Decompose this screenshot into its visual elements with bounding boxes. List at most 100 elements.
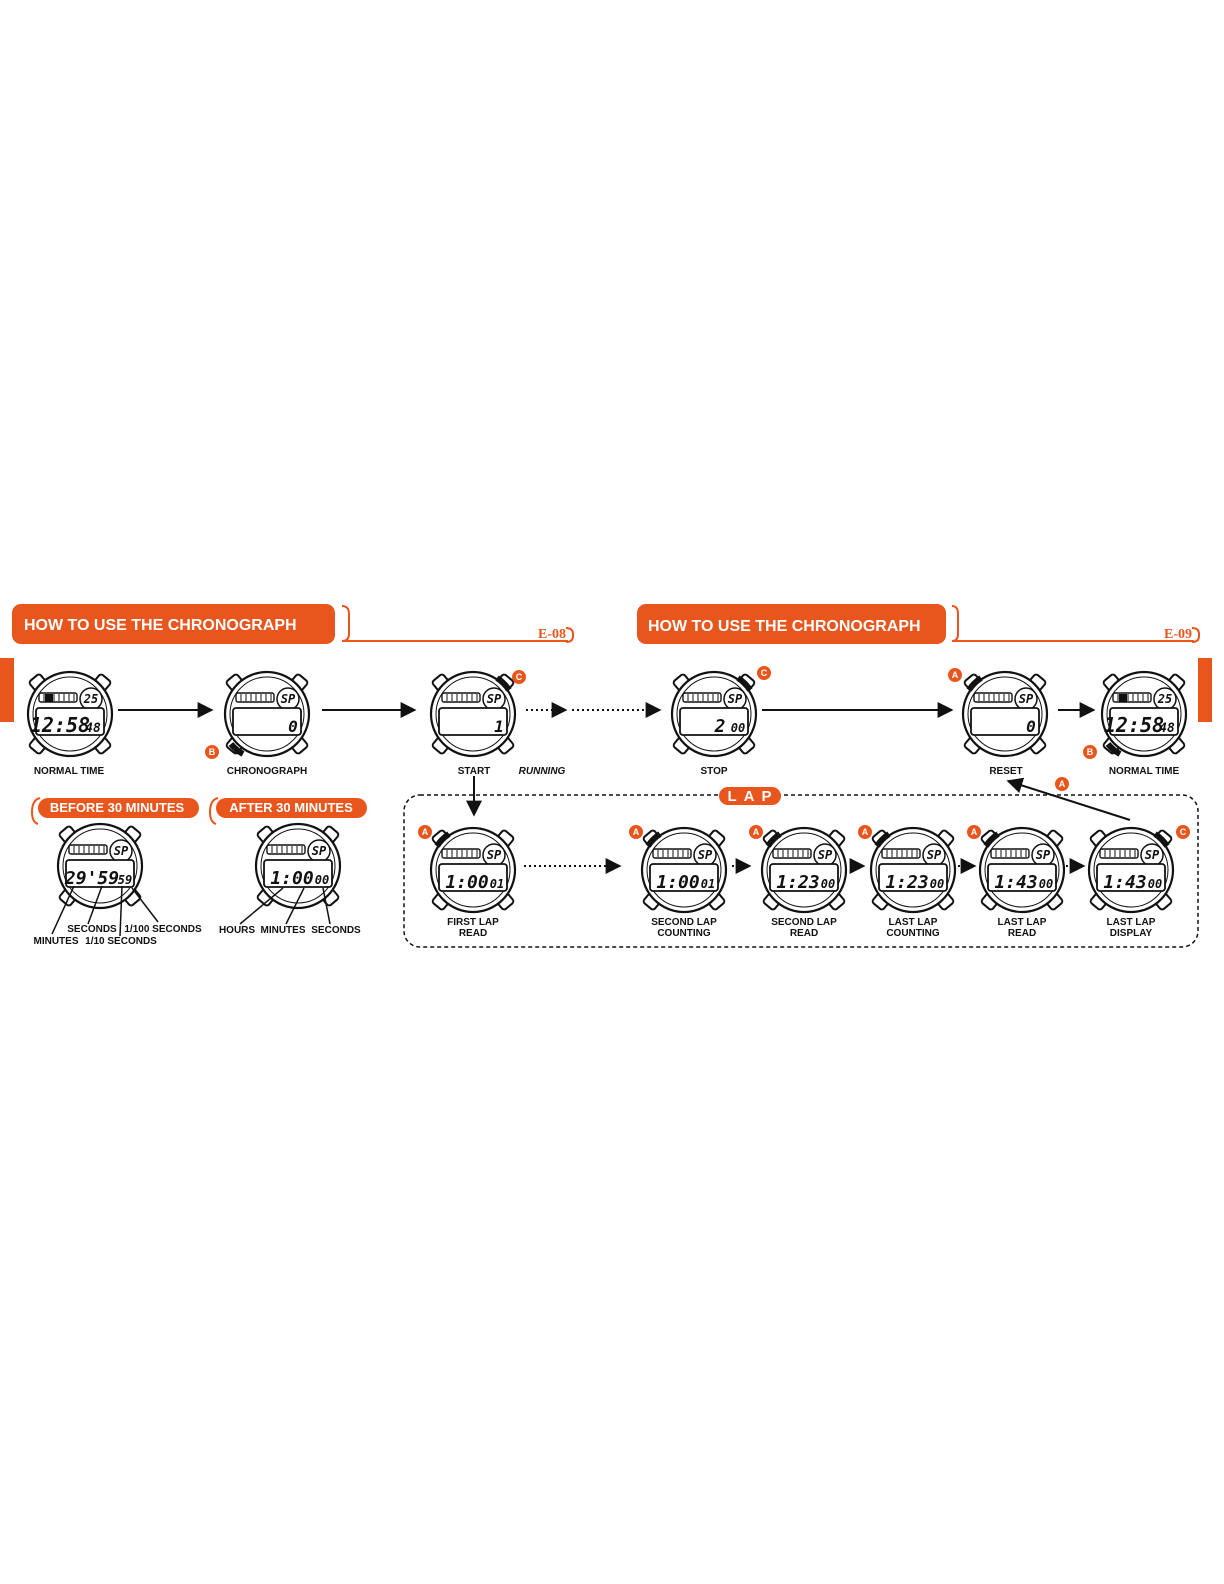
watch-main-digits: 29'59 (64, 868, 119, 889)
watch-main-digits: 1:23 (776, 872, 819, 893)
svg-text:A: A (1059, 779, 1066, 789)
watch-main-digits: 1 (494, 717, 504, 736)
lap-label-line2: COUNTING (657, 928, 711, 939)
label-seconds: SECONDS (67, 924, 117, 935)
label-stop: STOP (700, 766, 727, 777)
sp-indicator: SP (1145, 848, 1160, 862)
after-30-title: AFTER 30 MINUTES (229, 800, 353, 815)
label-seconds: SECONDS (311, 925, 361, 936)
sp-indicator: SP (312, 844, 327, 858)
svg-text:A: A (952, 670, 959, 680)
watch-main-digits: 2 (714, 716, 726, 737)
watch-small-digits: 00 (821, 877, 835, 891)
sp-indicator: SP (1036, 848, 1051, 862)
watch-main-digits: 0 (1026, 717, 1036, 736)
sp-indicator: SP (281, 692, 296, 706)
button-c-badge[interactable]: C (512, 670, 526, 684)
svg-text:B: B (1087, 747, 1094, 757)
sp-indicator: SP (927, 848, 942, 862)
watch-main-digits: 1:00 (445, 872, 489, 893)
svg-text:A: A (753, 827, 760, 837)
sp-indicator: SP (818, 848, 833, 862)
button-c-badge[interactable]: C (1176, 825, 1190, 839)
svg-text:C: C (761, 668, 768, 678)
label-normal-time-2: NORMAL TIME (1109, 766, 1180, 777)
sp-indicator: SP (1019, 692, 1034, 706)
before-30-title: BEFORE 30 MINUTES (50, 800, 185, 815)
lap-label-line2: READ (1008, 928, 1036, 939)
lap-label-line2: READ (459, 928, 487, 939)
edge-tab-right (1198, 658, 1212, 722)
label-normal-time-1: NORMAL TIME (34, 766, 105, 777)
watch-main-digits: 12:58 (30, 713, 90, 737)
button-a-badge[interactable]: A (948, 668, 962, 682)
sp-indicator: SP (698, 848, 713, 862)
sp-indicator: SP (487, 848, 502, 862)
pill-before-30 (30, 797, 199, 825)
watch-main-digits: 1:23 (885, 872, 928, 893)
watch-small-digits: 00 (315, 873, 329, 887)
watch-stop: SP 2 00 (670, 670, 758, 758)
sp-indicator: SP (114, 844, 129, 858)
lap-label-line1: SECOND LAP (771, 917, 837, 928)
header-title-left: HOW TO USE THE CHRONOGRAPH (24, 617, 297, 634)
button-a-badge[interactable]: A (967, 825, 981, 839)
label-reset: RESET (989, 766, 1022, 777)
watch-normal-time-1: 25 12:58 48 (26, 670, 114, 758)
watch-small-digits: 00 (1148, 877, 1162, 891)
watch-normal-time-2: 25 12:58 48 (1100, 670, 1188, 758)
lap-label-line1: LAST LAP (998, 917, 1047, 928)
lap-label-line2: COUNTING (886, 928, 940, 939)
watch-main-digits: 12:58 (1104, 713, 1164, 737)
button-b-badge[interactable]: B (205, 745, 219, 759)
button-a-badge[interactable]: A (749, 825, 763, 839)
watch-small-digits: 00 (731, 721, 745, 735)
button-a-badge[interactable]: A (1055, 777, 1069, 791)
button-b-badge[interactable]: B (1083, 745, 1097, 759)
watch-main-digits: 1:00 (656, 872, 700, 893)
watch-small-digits: 01 (490, 877, 504, 891)
page-number-left: E-08 (538, 627, 566, 642)
label-hundredths: 1/100 SECONDS (124, 924, 202, 935)
lap-pill (719, 787, 781, 805)
page-number-right: E-09 (1164, 627, 1192, 642)
before-30-leader-lines (51, 885, 159, 937)
label-start: START (458, 766, 491, 777)
lap-label-line1: LAST LAP (889, 917, 938, 928)
watch-small-digits: 00 (1039, 877, 1053, 891)
watch-before-30: SP 29'59 59 (56, 822, 144, 910)
svg-text:A: A (633, 827, 640, 837)
button-a-badge[interactable]: A (858, 825, 872, 839)
pill-after-30 (208, 797, 367, 825)
label-running: RUNNING (519, 766, 566, 777)
svg-text:B: B (209, 747, 216, 757)
label-minutes: MINUTES (34, 936, 79, 947)
watch-reset: SP 0 (961, 670, 1049, 758)
label-tenths: 1/10 SECONDS (85, 936, 157, 947)
edge-tab-left (0, 658, 14, 722)
watch-main-digits: 1:43 (994, 872, 1037, 893)
watch-date: 25 (1157, 692, 1172, 706)
svg-text:C: C (516, 672, 523, 682)
lap-label-line2: READ (790, 928, 818, 939)
header-left (12, 604, 574, 644)
watch-main-digits: 1:43 (1103, 872, 1146, 893)
label-minutes: MINUTES (261, 925, 306, 936)
watch-after-30: SP 1:00 00 (254, 822, 342, 910)
lap-label-line1: FIRST LAP (447, 917, 499, 928)
lap-title: LAP (728, 788, 779, 805)
lap-section-frame (403, 794, 1199, 948)
watch-small-digits: 01 (701, 877, 715, 891)
button-c-badge[interactable]: C (757, 666, 771, 680)
header-right (637, 604, 1200, 644)
label-chronograph: CHRONOGRAPH (227, 766, 308, 777)
button-a-badge[interactable]: A (418, 825, 432, 839)
watch-main-digits: 0 (288, 717, 298, 736)
button-a-badge[interactable]: A (629, 825, 643, 839)
sp-indicator: SP (728, 692, 743, 706)
